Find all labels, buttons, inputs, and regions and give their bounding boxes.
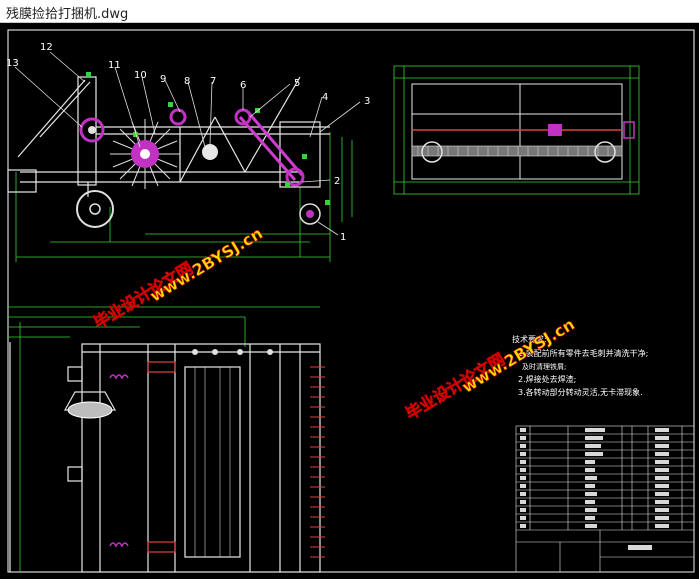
side-elevation-view bbox=[8, 306, 325, 573]
window-title: 残膜捡拾打捆机.dwg bbox=[6, 7, 129, 22]
tech-req-item: 3.各转动部分转动灵活,无卡滞现象. bbox=[518, 387, 643, 397]
part-label: 9 bbox=[160, 74, 166, 85]
part-label: 13 bbox=[6, 58, 19, 69]
top-view bbox=[393, 65, 640, 195]
part-label: 5 bbox=[294, 78, 300, 89]
parts-list-marks bbox=[520, 428, 669, 550]
part-label: 12 bbox=[40, 42, 53, 53]
tech-req-item: 2.焊接处去焊渣; bbox=[518, 374, 576, 384]
part-label: 7 bbox=[210, 76, 216, 87]
watermark-1: 毕业设计论文网 www.2BYSJ.cn bbox=[90, 223, 266, 333]
part-label: 6 bbox=[240, 80, 246, 91]
technical-requirements: 技术要求: 1.装配前所有零件去毛刺并清洗干净; 及时清理铁屑; 2.焊接处去焊… bbox=[512, 334, 648, 397]
drawing-frame bbox=[7, 29, 695, 573]
watermark-line2: www.2BYSJ.cn bbox=[147, 223, 266, 305]
tech-req-heading: 技术要求: bbox=[512, 334, 547, 344]
tech-req-item: 及时清理铁屑; bbox=[522, 362, 566, 371]
part-label: 10 bbox=[134, 70, 147, 81]
title-bar: 残膜捡拾打捆机.dwg bbox=[0, 0, 699, 23]
parts-list-table bbox=[515, 425, 695, 573]
front-elevation-view bbox=[7, 51, 361, 262]
tech-req-item: 1.装配前所有零件去毛刺并清洗干净; bbox=[518, 348, 648, 358]
part-number-labels: 1 2 3 4 5 6 7 8 9 10 11 12 13 bbox=[6, 42, 370, 243]
part-label: 1 bbox=[340, 232, 346, 243]
part-label: 8 bbox=[184, 76, 190, 87]
pickup-drum-icon bbox=[110, 119, 180, 189]
pulley-icon bbox=[63, 391, 117, 419]
cad-drawing-canvas[interactable]: 1 2 3 4 5 6 7 8 9 10 11 12 13 bbox=[0, 22, 699, 575]
part-label: 11 bbox=[108, 60, 121, 71]
part-label: 3 bbox=[364, 96, 370, 107]
part-label: 2 bbox=[334, 176, 340, 187]
part-label: 4 bbox=[322, 92, 328, 103]
